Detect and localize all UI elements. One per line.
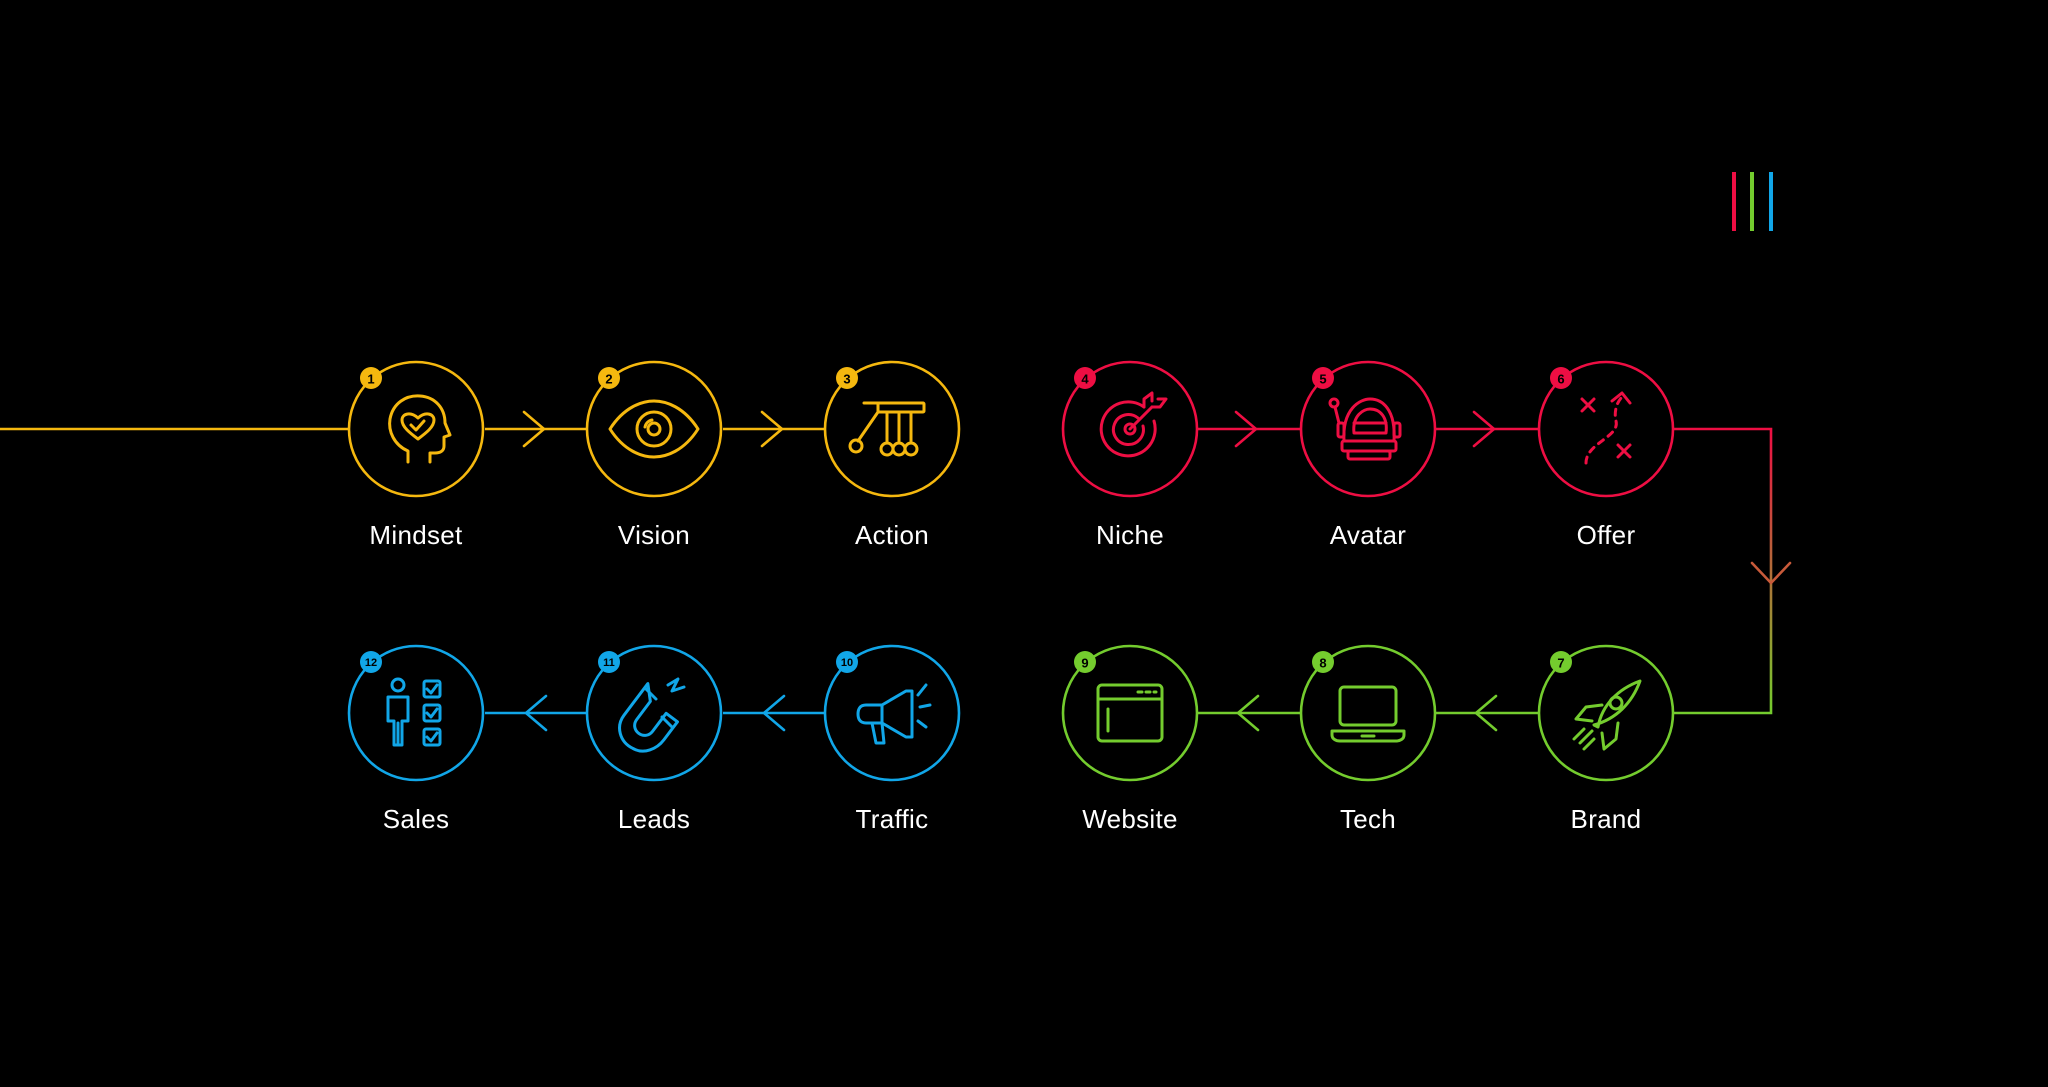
step-number: 7 — [1557, 656, 1564, 671]
newtons-cradle-icon — [848, 401, 926, 457]
step-label: Website — [1082, 804, 1178, 834]
magnet-icon — [618, 677, 686, 753]
step-number: 1 — [367, 372, 374, 387]
step-number-badge — [836, 651, 858, 673]
step-label: Brand — [1570, 804, 1642, 834]
step-circle — [1537, 644, 1675, 782]
arrow-left-icon — [762, 694, 786, 732]
step-node-sales: 12 — [347, 644, 485, 782]
step-number-badge — [1550, 367, 1572, 389]
step-number: 2 — [605, 372, 612, 387]
step-node-niche: 4 — [1061, 360, 1199, 498]
arrow-right-icon — [1234, 410, 1258, 448]
laptop-icon — [1330, 685, 1406, 743]
person-checklist-icon — [386, 677, 442, 747]
step-node-traffic: 10 — [823, 644, 961, 782]
arrow-right-icon — [1472, 410, 1496, 448]
megaphone-icon — [856, 683, 932, 745]
connector-lines — [0, 427, 1773, 715]
step-label: Sales — [382, 804, 450, 834]
step-number: 8 — [1319, 656, 1326, 671]
step-node-mindset: 1 — [347, 360, 485, 498]
step-label: Vision — [617, 520, 691, 550]
step-label: Tech — [1339, 804, 1397, 834]
step-node-avatar: 5 — [1299, 360, 1437, 498]
step-number-badge — [1312, 367, 1334, 389]
arrow-left-icon — [1474, 694, 1498, 732]
eye-icon — [608, 399, 700, 459]
arrow-down-icon — [1750, 561, 1792, 585]
arrowheads — [522, 410, 1792, 732]
step-label: Mindset — [369, 520, 463, 550]
step-circle — [347, 644, 485, 782]
target-icon — [1099, 391, 1168, 458]
step-node-action: 3 — [823, 360, 961, 498]
step-number-badge — [836, 367, 858, 389]
step-number: 10 — [841, 657, 853, 669]
strategy-play-icon — [1580, 391, 1632, 465]
step-number-badge — [598, 367, 620, 389]
step-circle — [585, 360, 723, 498]
step-circle — [823, 360, 961, 498]
step-number-badge — [1074, 367, 1096, 389]
step-number: 5 — [1319, 372, 1326, 387]
step-number: 4 — [1081, 372, 1089, 387]
step-node-vision: 2 — [585, 360, 723, 498]
step-number-badge — [1312, 651, 1334, 673]
step-circle — [1299, 644, 1437, 782]
step-node-leads: 11 — [585, 644, 723, 782]
step-node-offer: 6 — [1537, 360, 1675, 498]
step-label: Niche — [1096, 520, 1164, 550]
step-number-badge — [360, 367, 382, 389]
astronaut-helmet-icon — [1328, 397, 1402, 461]
step-number: 12 — [365, 657, 377, 669]
step-circle — [1061, 644, 1199, 782]
step-number-badge — [360, 651, 382, 673]
step-number: 6 — [1557, 372, 1564, 387]
step-circle — [823, 644, 961, 782]
connector-6-7 — [1674, 427, 1773, 715]
step-number: 9 — [1081, 656, 1088, 671]
arrow-left-icon — [524, 694, 548, 732]
step-circle — [1537, 360, 1675, 498]
step-number-badge — [598, 651, 620, 673]
step-node-website: 9 — [1061, 644, 1199, 782]
step-label: Avatar — [1329, 520, 1407, 550]
step-node-tech: 8 — [1299, 644, 1437, 782]
head-heart-icon — [388, 394, 452, 464]
arrow-right-icon — [760, 410, 784, 448]
brand-logo — [1732, 172, 1773, 231]
arrow-right-icon — [522, 410, 546, 448]
step-label: Traffic — [855, 804, 929, 834]
step-number-badge — [1550, 651, 1572, 673]
step-label: Leads — [617, 804, 691, 834]
step-label: Action — [854, 520, 930, 550]
browser-window-icon — [1096, 683, 1164, 743]
rocket-icon — [1572, 679, 1642, 751]
step-node-brand: 7 — [1537, 644, 1675, 782]
step-number-badge — [1074, 651, 1096, 673]
arrow-left-icon — [1236, 694, 1260, 732]
step-circle — [1299, 360, 1437, 498]
step-circle — [585, 644, 723, 782]
step-number: 3 — [843, 372, 850, 387]
step-number: 11 — [603, 657, 615, 669]
step-label: Offer — [1576, 520, 1636, 550]
